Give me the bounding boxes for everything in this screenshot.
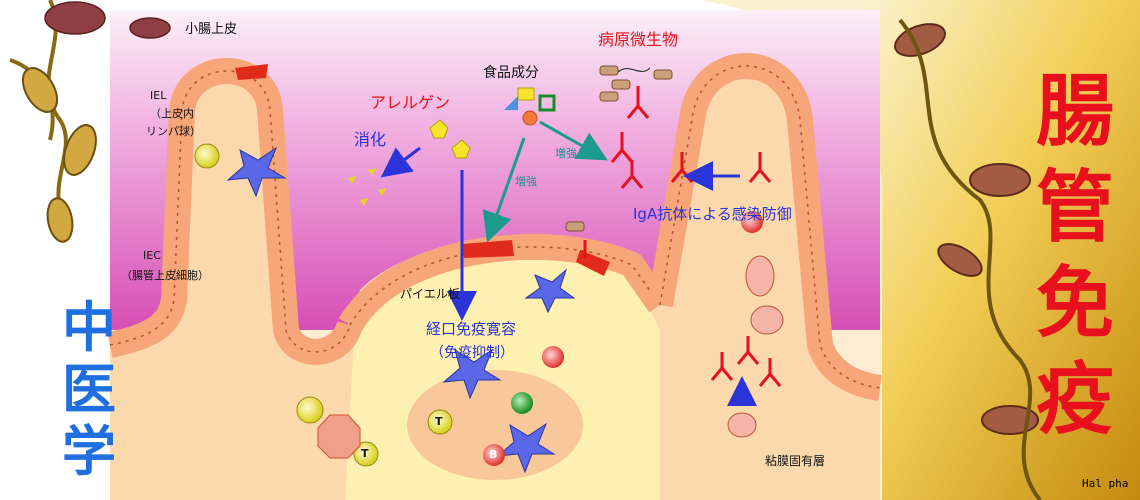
label-iel: IEL [150, 89, 167, 102]
food-circle-orange [522, 110, 538, 126]
label-food-component: 食品成分 [483, 65, 539, 81]
allergen-particle-1 [429, 119, 449, 139]
label-iec: IEC [143, 249, 161, 262]
side-title-right-char: 腸 [1036, 66, 1115, 157]
red-octagon-cell [317, 414, 361, 459]
label-pathogen: 病原微生物 [598, 30, 679, 49]
digested-fragment-1 [348, 176, 356, 184]
side-title-right-char: 疫 [1036, 354, 1115, 445]
label-cell-t1: T [435, 415, 443, 428]
side-title-right-char: 管 [1036, 162, 1115, 253]
t-cell-outside [353, 441, 379, 467]
label-allergen: アレルゲン [370, 93, 451, 112]
m-cell-peyer [462, 240, 514, 258]
digested-fragment-2 [368, 168, 376, 176]
label-iec-2: （腸管上皮細胞） [121, 269, 209, 282]
pathogen-tail [617, 67, 651, 73]
b-cell [483, 444, 505, 466]
red-cell-right-1 [741, 211, 763, 233]
side-title-right: 腸 管 免 疫 [1036, 64, 1114, 448]
side-title-left-char: 中 [62, 295, 116, 359]
plasma-cell-right-2 [750, 305, 784, 335]
dendritic-cell-low [442, 348, 502, 400]
label-lamina-propria: 粘膜固有層 [765, 454, 826, 468]
digested-fragment-4 [360, 198, 368, 206]
label-oral-tolerance: 経口免疫寛容 [426, 320, 517, 338]
footer-credit: Hal pha [1082, 477, 1129, 490]
bacterium-3 [599, 91, 619, 102]
side-title-right-char: 免 [1036, 258, 1115, 349]
label-iga-defense: IgA抗体による感染防御 [633, 205, 792, 223]
dendritic-cell-left [226, 146, 287, 198]
label-cell-b: B [489, 448, 498, 461]
bacterium-4 [653, 69, 673, 80]
dendritic-cell-peyer [524, 268, 576, 314]
red-cell-peyer [542, 346, 564, 368]
right-vines [898, 18, 1042, 500]
digested-fragment-3 [378, 188, 386, 196]
left-decor-panel [0, 0, 120, 500]
arrow-digestion [380, 146, 421, 178]
bacterium-1 [599, 65, 619, 76]
label-enhance-1: 増強 [555, 147, 577, 160]
side-title-left-char: 学 [62, 419, 116, 483]
arrow-food-to-iga [539, 120, 608, 161]
bacterium-2 [611, 79, 631, 90]
food-triangle-blue [504, 96, 518, 110]
t-cell-cluster [427, 409, 453, 435]
arrow-food-to-peyer [482, 137, 526, 243]
epithelium-right-villus-edge [659, 65, 881, 389]
iel-cell [194, 143, 220, 169]
label-small-intestine-epithelium: 小腸上皮 [185, 22, 238, 37]
label-iel-2: （上皮内 [150, 107, 194, 120]
top-floral-decoration [44, 1, 171, 39]
label-iel-3: リンパ球） [146, 125, 201, 138]
antibody-group-top [583, 86, 782, 387]
label-peyer: パイエル板 [400, 287, 460, 301]
m-cell-top [235, 64, 268, 80]
food-block-green [538, 94, 556, 112]
bacterium-5 [565, 221, 585, 232]
epithelium-left-villus [107, 58, 363, 365]
label-immune-suppression: （免疫抑制） [430, 345, 514, 361]
label-digestion: 消化 [354, 130, 387, 149]
label-enhance-2: 増強 [515, 175, 537, 188]
plasma-cell-right-1 [745, 255, 775, 297]
side-title-left: 中 医 学 [62, 296, 116, 482]
green-cell [511, 392, 533, 414]
epithelium-peyer-edge [349, 246, 661, 326]
left-floral-leaves [21, 67, 97, 243]
plasma-cell-right-3 [727, 412, 757, 438]
label-cell-t2: T [361, 447, 369, 460]
side-title-left-char: 医 [62, 357, 116, 421]
allergen-particle-2 [451, 139, 471, 159]
yellow-cell-outside [296, 396, 324, 424]
food-block-yellow [517, 87, 535, 101]
